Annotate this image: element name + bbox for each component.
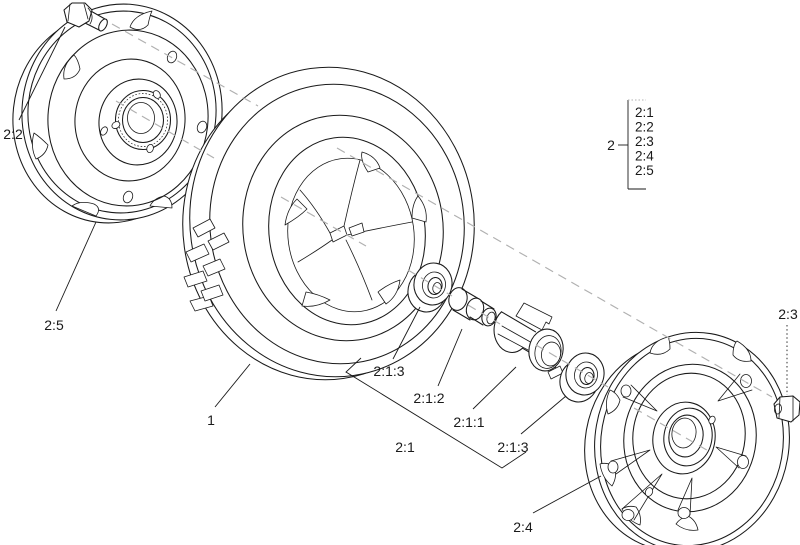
bearing-kit-bracket bbox=[345, 357, 527, 469]
rim-scoop bbox=[129, 10, 153, 30]
leader-bearing-rear bbox=[520, 395, 567, 435]
leader-bearing-front bbox=[392, 306, 421, 360]
hub-bore bbox=[111, 89, 172, 153]
wheel-axis-centerline bbox=[115, 100, 215, 159]
callout-hub-nut: 2:3 bbox=[778, 306, 798, 322]
callout-wheel-half-left: 2:5 bbox=[44, 317, 64, 333]
sleeve bbox=[493, 302, 564, 380]
wheel-half-left bbox=[12, 3, 223, 224]
hub-nut bbox=[773, 395, 800, 423]
wheel-axis-centerline bbox=[407, 269, 453, 297]
bolt-axis-centerline bbox=[111, 23, 259, 107]
reference-item: 2:3 bbox=[635, 134, 654, 149]
centerlines bbox=[111, 23, 773, 454]
reference-item: 2:4 bbox=[635, 149, 654, 164]
callout-bearing-kit: 2:1 bbox=[395, 439, 415, 455]
tire bbox=[182, 66, 475, 381]
rim-scoop bbox=[675, 515, 699, 531]
wheel-axis-centerline bbox=[633, 407, 713, 454]
reference-list: 2 2:1 2:2 2:3 2:4 2:5 bbox=[607, 99, 654, 190]
rim-scoop bbox=[649, 336, 671, 355]
leader-wheel-half-left bbox=[55, 221, 97, 312]
sleeve-tab bbox=[515, 302, 553, 331]
bolt-axis-centerline bbox=[336, 147, 773, 398]
hub-bolt bbox=[63, 2, 108, 32]
casting-hole bbox=[708, 415, 716, 425]
hub-bolt-holes bbox=[100, 50, 208, 204]
spacer bbox=[448, 287, 497, 327]
leader-wheel-half-right bbox=[532, 475, 602, 514]
callout-wheel-half-right: 2:4 bbox=[513, 519, 533, 535]
rim-scoop bbox=[63, 54, 81, 80]
reference-item: 2:1 bbox=[635, 105, 654, 120]
callout-sleeve: 2:1:1 bbox=[453, 414, 484, 430]
callout-spacer: 2:1:2 bbox=[413, 390, 444, 406]
rim-scoop bbox=[71, 202, 99, 217]
callout-bearing-front: 2:1:3 bbox=[373, 363, 404, 379]
bearing-front bbox=[407, 262, 453, 313]
hub-bore bbox=[652, 401, 716, 475]
tire-inner-spokes bbox=[284, 151, 427, 307]
rim-scoop bbox=[32, 132, 49, 160]
rim-scoop bbox=[732, 340, 752, 362]
callout-bearing-rear: 2:1:3 bbox=[497, 439, 528, 455]
wheel-half-right bbox=[584, 331, 790, 545]
leader-spacer bbox=[437, 328, 463, 387]
casting-hole bbox=[644, 487, 654, 497]
callout-hub-bolt: 2:2 bbox=[3, 126, 23, 142]
spoke-pockets bbox=[607, 373, 753, 521]
callout-labels: 2:2 2:5 1 2:1:3 2:1:2 2:1:1 2:1 2:1:3 2:… bbox=[3, 126, 798, 535]
bearing-rear bbox=[559, 352, 605, 403]
leader-lines bbox=[18, 26, 788, 514]
reference-item: 2:2 bbox=[635, 120, 654, 135]
rim-scoop bbox=[606, 389, 621, 415]
leader-hub-bolt bbox=[18, 26, 66, 121]
reference-item: 2:5 bbox=[635, 163, 654, 178]
leader-tire bbox=[214, 363, 251, 408]
leader-sleeve bbox=[472, 366, 517, 410]
reference-group-label: 2 bbox=[607, 137, 615, 153]
tire-tread-blocks bbox=[183, 218, 230, 312]
callout-tire: 1 bbox=[207, 412, 215, 428]
wheel-axis-centerline bbox=[280, 196, 367, 247]
wheel-axis-centerline bbox=[467, 304, 501, 325]
